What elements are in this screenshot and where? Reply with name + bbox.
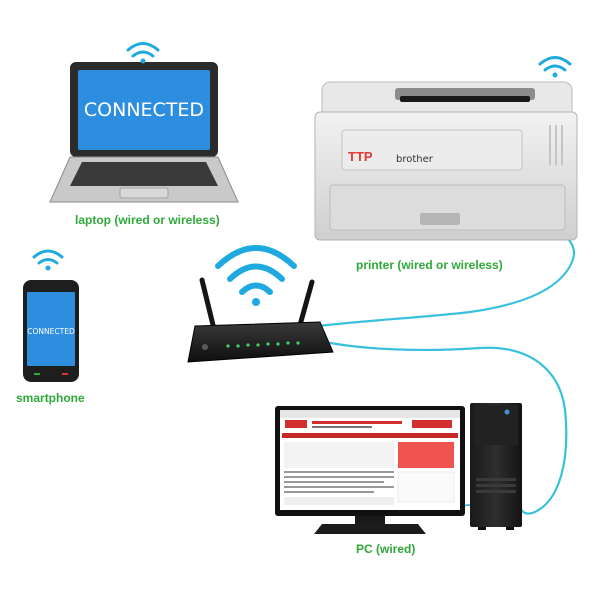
phone-screen-text: CONNECTED: [27, 327, 75, 336]
wifi-icon: [32, 249, 64, 271]
router-leds: [226, 341, 300, 348]
monitor-stand: [314, 524, 426, 534]
router: [187, 277, 334, 363]
printer-vents: [549, 125, 563, 165]
router-body: [187, 321, 334, 363]
printer-label: printer (wired or wireless): [356, 258, 503, 272]
pc-tower: [470, 403, 522, 530]
printer-brand: brother: [396, 154, 434, 165]
cable-router-pc: [313, 338, 568, 515]
laptop-screen-text: CONNECTED: [84, 99, 204, 121]
laptop: CONNECTED: [49, 62, 239, 203]
wifi-icon: [538, 56, 572, 78]
pc-label: PC (wired): [356, 542, 416, 556]
printer-logo: TTP: [348, 149, 373, 164]
phone-screen: [27, 292, 75, 366]
smartphone-label: smartphone: [16, 391, 85, 405]
router-antenna-left: [199, 277, 216, 328]
pc-monitor: [275, 406, 465, 534]
router-antenna-right: [297, 279, 315, 328]
laptop-screen: [78, 70, 210, 150]
monitor-neck: [355, 516, 385, 524]
laptop-touchpad: [119, 187, 169, 199]
smartphone: CONNECTED: [23, 280, 79, 382]
printer: brother TTP: [314, 81, 578, 241]
wifi-icon: [126, 42, 160, 64]
laptop-label: laptop (wired or wireless): [75, 213, 220, 227]
printer-front-panel: [341, 129, 523, 171]
laptop-keyboard: [70, 162, 218, 186]
wifi-icon: [215, 245, 297, 306]
printer-paper-tray: [329, 184, 566, 231]
